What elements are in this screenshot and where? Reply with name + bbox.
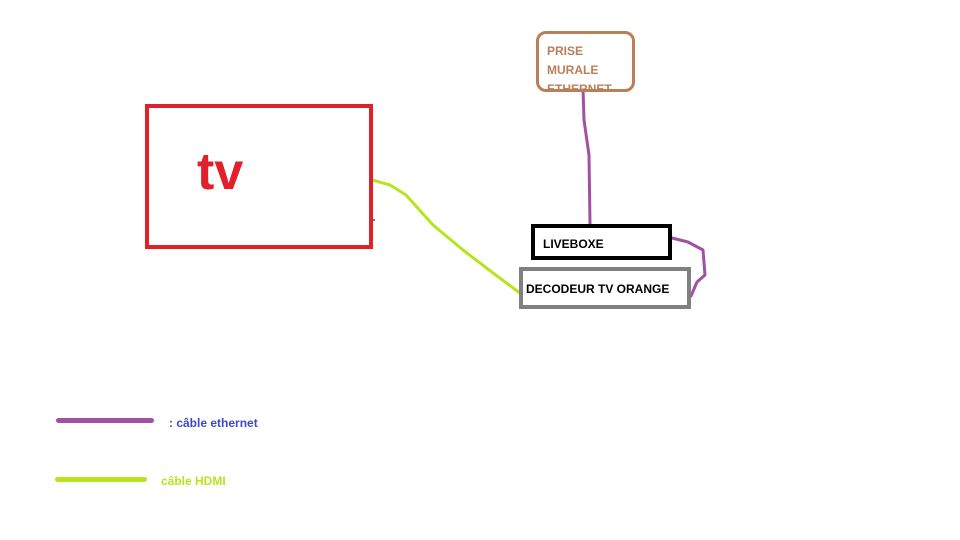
legend-hdmi-label: câble HDMI	[161, 474, 226, 488]
legend-hdmi-swatch	[55, 477, 147, 482]
decodeur-node: DECODEUR TV ORANGE	[519, 267, 691, 309]
decodeur-label: DECODEUR TV ORANGE	[526, 282, 670, 296]
tv-label: tv	[197, 143, 244, 201]
prise-murale-label: PRISE MURALE ETHERNET	[547, 44, 612, 92]
legend-ethernet-swatch	[56, 418, 154, 423]
livebox-node: LIVEBOXE	[531, 224, 672, 260]
ethernet-cable-livebox-to-decodeur	[670, 236, 707, 298]
legend-ethernet-label: : câble ethernet	[169, 416, 258, 430]
prise-murale-node: PRISE MURALE ETHERNET	[536, 31, 635, 92]
livebox-label: LIVEBOXE	[543, 237, 604, 251]
hdmi-cable-tv-to-decodeur	[370, 178, 522, 295]
ethernet-cable-prise-to-livebox	[581, 86, 592, 226]
tv-node: tv	[145, 104, 373, 249]
